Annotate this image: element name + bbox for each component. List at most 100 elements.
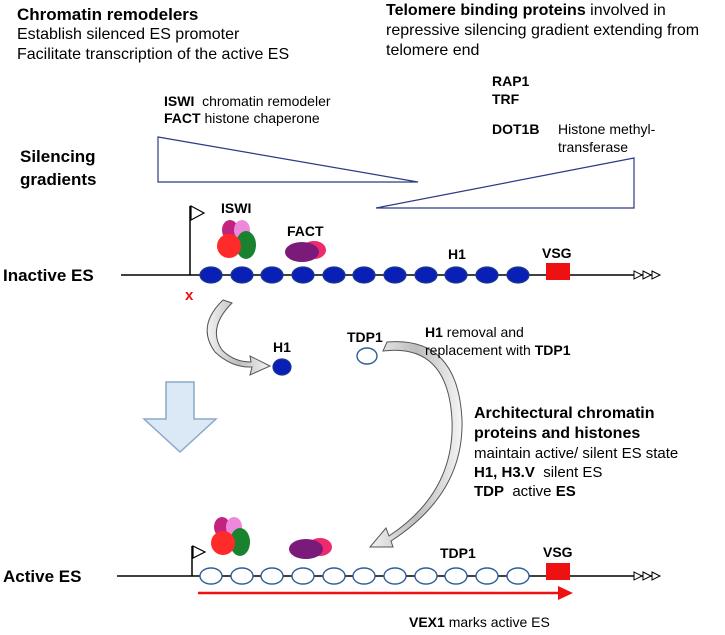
active-nucleosome-array <box>199 567 530 585</box>
active-vsg-label: VSG <box>543 544 573 560</box>
iswi-legend: ISWI chromatin remodeler <box>164 92 331 110</box>
inactive-vsg-label: VSG <box>542 245 572 261</box>
dot1b-description-line1: Histone methyl- <box>558 121 656 137</box>
inactive-nucleosome-array <box>199 266 530 284</box>
active-es-label: Active ES <box>3 567 82 586</box>
architectural-silent-line: H1, H3.V silent ES <box>474 463 602 483</box>
h1-removal-note-rest: removal and <box>442 324 524 340</box>
architectural-line1: maintain active/ silent ES state <box>474 445 679 462</box>
trf-label: TRF <box>492 91 520 107</box>
tdp1-nucleosome <box>352 567 376 585</box>
telomere-proteins-title-rest: involved in <box>585 2 666 19</box>
vex1-label: VEX1 <box>409 614 445 630</box>
tdp1-nucleosome <box>322 567 346 585</box>
dot1b-label: DOT1B <box>492 121 540 137</box>
tdp1-nucleosome <box>230 567 254 585</box>
silencing-gradients-line2: gradients <box>20 170 97 189</box>
triple-chevron-icon <box>633 571 662 581</box>
dot1b-description-line2: transferase <box>558 139 629 155</box>
iswi-legend-description: chromatin remodeler <box>202 93 331 109</box>
incoming-tdp1-nucleosome <box>356 347 378 365</box>
fact-complex <box>285 241 326 262</box>
iswi-complex <box>217 220 256 259</box>
architectural-title-line1: Architectural chromatin <box>474 405 655 422</box>
active-vsg-gene <box>546 563 570 580</box>
flag-icon <box>189 204 206 275</box>
architectural-title-line2: proteins and histones <box>474 425 641 442</box>
telomere-gradient-wedge <box>375 157 635 209</box>
architectural-silent-es: silent ES <box>543 464 603 481</box>
telomere-proteins-title-bold: Telomere binding proteins <box>386 2 586 19</box>
h1-removal-note-h1: H1 <box>425 324 443 340</box>
iswi-complex <box>211 517 250 556</box>
tdp1-nucleosome <box>444 567 468 585</box>
chromatin-remodelers-line2: Facilitate transcription of the active E… <box>17 46 290 63</box>
triple-chevron-icon <box>633 270 662 280</box>
fact-complex <box>289 538 332 559</box>
h1-nucleosome <box>322 266 346 284</box>
h1-removal-note-line1: H1 removal and <box>425 323 524 341</box>
remodeler-gradient-wedge <box>157 136 419 183</box>
inactive-vsg-gene <box>546 263 570 280</box>
tdp1-nucleosome <box>414 567 438 585</box>
vex1-note: VEX1 marks active ES <box>409 613 550 631</box>
tdp1-nucleosome <box>506 567 530 585</box>
tdp1-nucleosome <box>291 567 315 585</box>
telomere-repeat-chevron <box>651 571 662 581</box>
tdp1-nucleosome <box>199 567 223 585</box>
architectural-es: ES <box>555 483 576 500</box>
incoming-tdp1-label: TDP1 <box>347 329 383 345</box>
transcription-arrow <box>198 586 573 600</box>
curved-arrow-h1-removal <box>206 299 272 376</box>
iswi-legend-name: ISWI <box>164 93 195 109</box>
tdp1-nucleosome <box>475 567 499 585</box>
h1-label: H1 <box>448 246 466 262</box>
h1-nucleosome <box>444 266 468 284</box>
h1-nucleosome <box>414 266 438 284</box>
telomere-repeat-chevron <box>642 270 653 280</box>
released-h1-nucleosome <box>272 358 292 376</box>
h1-removal-note-replacement: replacement with <box>425 342 535 358</box>
h1-nucleosome <box>291 266 315 284</box>
h1-nucleosome <box>260 266 284 284</box>
promoter-silenced-mark: x <box>185 287 194 304</box>
telomere-repeat-chevron <box>651 270 662 280</box>
vex1-note-rest: marks active ES <box>444 614 550 630</box>
fact-legend: FACT histone chaperone <box>164 109 320 127</box>
active-tdp1-label: TDP1 <box>440 545 476 561</box>
h1-removal-note-line2: replacement with TDP1 <box>425 341 571 359</box>
inactive-es-label: Inactive ES <box>3 266 94 285</box>
flag-icon <box>191 545 207 576</box>
architectural-h1-h3v: H1, H3.V <box>474 464 535 481</box>
telomere-repeat-chevron <box>633 270 644 280</box>
tdp1-nucleosome <box>383 567 407 585</box>
h1-nucleosome <box>383 266 407 284</box>
architectural-active-word: active <box>512 483 552 500</box>
silencing-gradients-line1: Silencing <box>20 147 96 166</box>
telomere-proteins-title: Telomere binding proteins involved in <box>386 1 666 21</box>
released-h1-label: H1 <box>273 339 291 355</box>
tdp1-nucleosome <box>260 567 284 585</box>
telomere-repeat-chevron <box>633 571 644 581</box>
telomere-repeat-chevron <box>642 571 653 581</box>
chromatin-remodelers-line1: Establish silenced ES promoter <box>17 26 240 43</box>
h1-removal-note-tdp1: TDP1 <box>534 342 571 358</box>
block-arrow-down-icon <box>142 381 218 454</box>
architectural-active-line: TDP active ES <box>474 482 576 502</box>
telomere-proteins-line2: repressive silencing gradient extending … <box>386 22 700 39</box>
chromatin-remodelers-title: Chromatin remodelers <box>17 5 199 24</box>
telomere-proteins-line3: telomere end <box>386 42 480 59</box>
h1-nucleosome <box>506 266 530 284</box>
h1-nucleosome <box>475 266 499 284</box>
fact-legend-name: FACT <box>164 110 201 126</box>
curved-arrow-tdp1-replacement <box>368 341 463 548</box>
h1-nucleosome <box>230 266 254 284</box>
iswi-complex-label: ISWI <box>221 200 252 216</box>
fact-complex-label: FACT <box>287 223 324 239</box>
architectural-tdp: TDP <box>474 483 504 500</box>
fact-legend-description: histone chaperone <box>204 110 320 126</box>
h1-nucleosome <box>199 266 223 284</box>
rap1-label: RAP1 <box>492 73 530 89</box>
h1-nucleosome <box>352 266 376 284</box>
